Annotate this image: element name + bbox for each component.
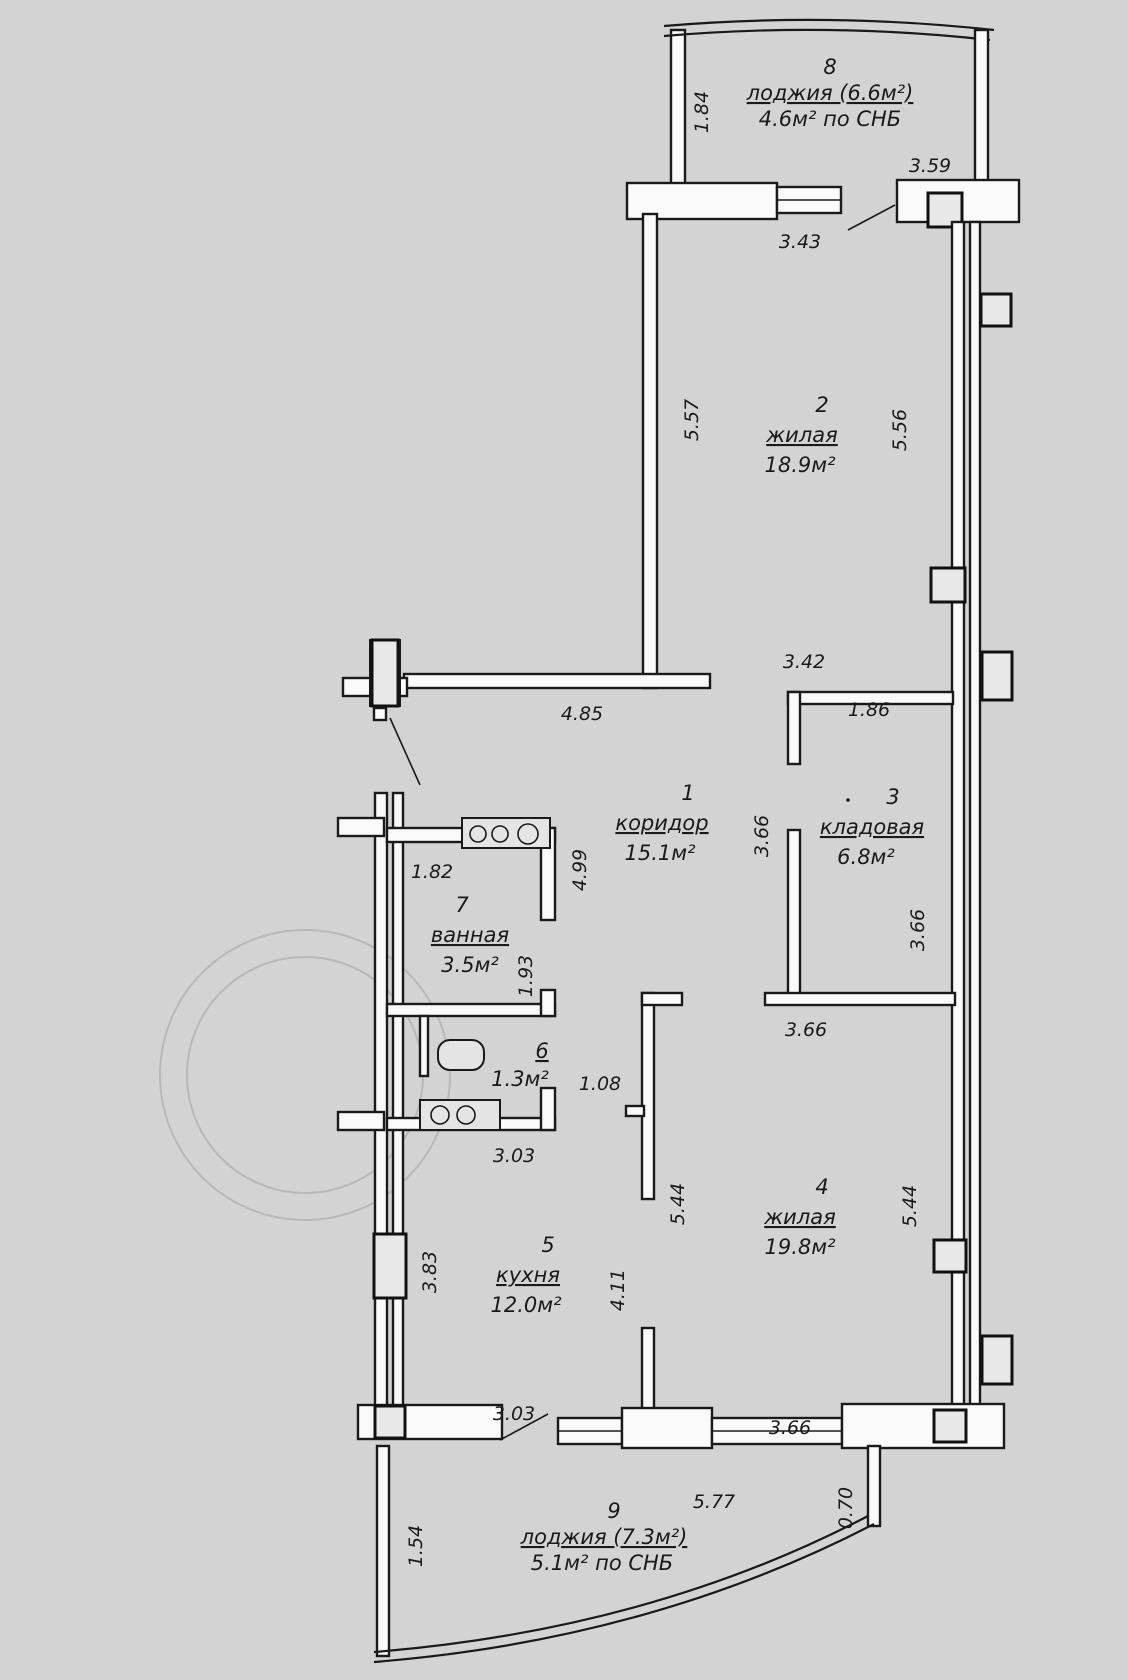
room-6-walls — [385, 1014, 557, 1132]
room-8-label: лоджия (6.6м²) 4.6м² по СНБ — [746, 81, 914, 131]
room-4-number: 4 — [815, 1175, 828, 1199]
left-exterior-wall — [336, 791, 408, 1415]
room-7-number: 7 — [455, 893, 469, 917]
dim-4-11: 4.11 — [607, 1269, 629, 1311]
marker-dot — [846, 798, 850, 802]
dim-5-44-a: 5.44 — [667, 1183, 689, 1225]
dim-1-54: 1.54 — [405, 1525, 427, 1567]
room-6-number: 6 — [535, 1039, 548, 1063]
room-5-area: 12.0м² — [490, 1293, 562, 1317]
room-9-area: 5.1м² по СНБ — [531, 1551, 673, 1575]
dim-5-56: 5.56 — [889, 409, 911, 451]
dim-1-82: 1.82 — [411, 861, 453, 883]
dim-3-66-d: 3.66 — [769, 1417, 811, 1439]
dim-3-83: 3.83 — [419, 1251, 441, 1293]
room-3-area: 6.8м² — [837, 845, 895, 869]
room-1-label: 1 коридор 15.1м² — [615, 781, 708, 865]
kitchen-partition — [640, 1326, 656, 1420]
room-7-name: ванная — [431, 923, 509, 947]
dim-3-42: 3.42 — [783, 651, 825, 673]
dim-3-59: 3.59 — [909, 155, 951, 177]
room-2-walls — [402, 212, 1014, 1434]
stamp-watermark — [159, 929, 451, 1221]
dim-5-44-b: 5.44 — [899, 1185, 921, 1227]
loggia-8-walls — [663, 18, 995, 190]
room-4-label: 4 жилая 19.8м² — [763, 1175, 836, 1259]
dim-1-08: 1.08 — [579, 1073, 621, 1095]
dim-1-84: 1.84 — [691, 91, 713, 133]
dim-3-66-a: 3.66 — [751, 815, 773, 857]
dim-4-99: 4.99 — [569, 849, 591, 891]
room-9-number: 9 — [607, 1499, 620, 1523]
room-9-name: лоджия (7.3м²) — [520, 1525, 688, 1549]
room-1-name: коридор — [615, 811, 708, 835]
room-6-label: 6 1.3м² — [491, 1039, 549, 1091]
bottom-wall-band — [356, 1402, 1006, 1450]
dim-5-77: 5.77 — [693, 1491, 735, 1513]
room-3-number: 3 — [886, 785, 899, 809]
dim-3-03-a: 3.03 — [493, 1145, 535, 1167]
dim-4-85: 4.85 — [561, 703, 603, 725]
room-7-area: 3.5м² — [441, 953, 499, 977]
room-2-area: 18.9м² — [764, 453, 836, 477]
dim-3-66-b: 3.66 — [907, 909, 929, 951]
room-1-number: 1 — [681, 781, 694, 805]
entrance-wall — [341, 638, 421, 786]
dim-3-66-c: 3.66 — [785, 1019, 827, 1041]
dim-0-70: 0.70 — [835, 1487, 857, 1529]
room-4-name: жилая — [763, 1205, 836, 1229]
loggia-9-walls — [373, 1444, 882, 1664]
room-3-label: 3 кладовая 6.8м² — [820, 785, 924, 869]
dim-1-93: 1.93 — [515, 955, 537, 997]
room-3-name: кладовая — [820, 815, 924, 839]
room-1-area: 15.1м² — [624, 841, 696, 865]
room-5-number: 5 — [541, 1233, 554, 1257]
room-2-name: жилая — [765, 423, 838, 447]
corridor-partition — [624, 991, 684, 1201]
room-2-number: 2 — [815, 393, 828, 417]
room-3-walls — [763, 690, 957, 1007]
dim-3-43: 3.43 — [779, 231, 821, 253]
room-8-name: лоджия (6.6м²) — [746, 81, 914, 105]
room-4-area: 19.8м² — [764, 1235, 836, 1259]
room-2-label: 2 жилая 18.9м² — [764, 393, 837, 477]
dimension-labels: 1.84 3.59 3.43 5.57 5.56 3.42 4.85 1.86 … — [405, 91, 951, 1567]
room-5-label: 5 кухня 12.0м² — [490, 1233, 562, 1317]
room-7-label: 7 ванная 3.5м² — [431, 893, 509, 977]
room-7-walls — [385, 817, 557, 1018]
room-6-area: 1.3м² — [491, 1067, 549, 1091]
dim-1-86: 1.86 — [848, 699, 890, 721]
dim-3-03-b: 3.03 — [493, 1403, 535, 1425]
room-9-label: 9 лоджия (7.3м²) 5.1м² по СНБ — [520, 1499, 688, 1575]
dim-5-57: 5.57 — [681, 399, 703, 441]
room-5-name: кухня — [496, 1263, 560, 1287]
room-8-num: 8 — [823, 55, 836, 79]
room-8-area: 4.6м² по СНБ — [759, 107, 901, 131]
